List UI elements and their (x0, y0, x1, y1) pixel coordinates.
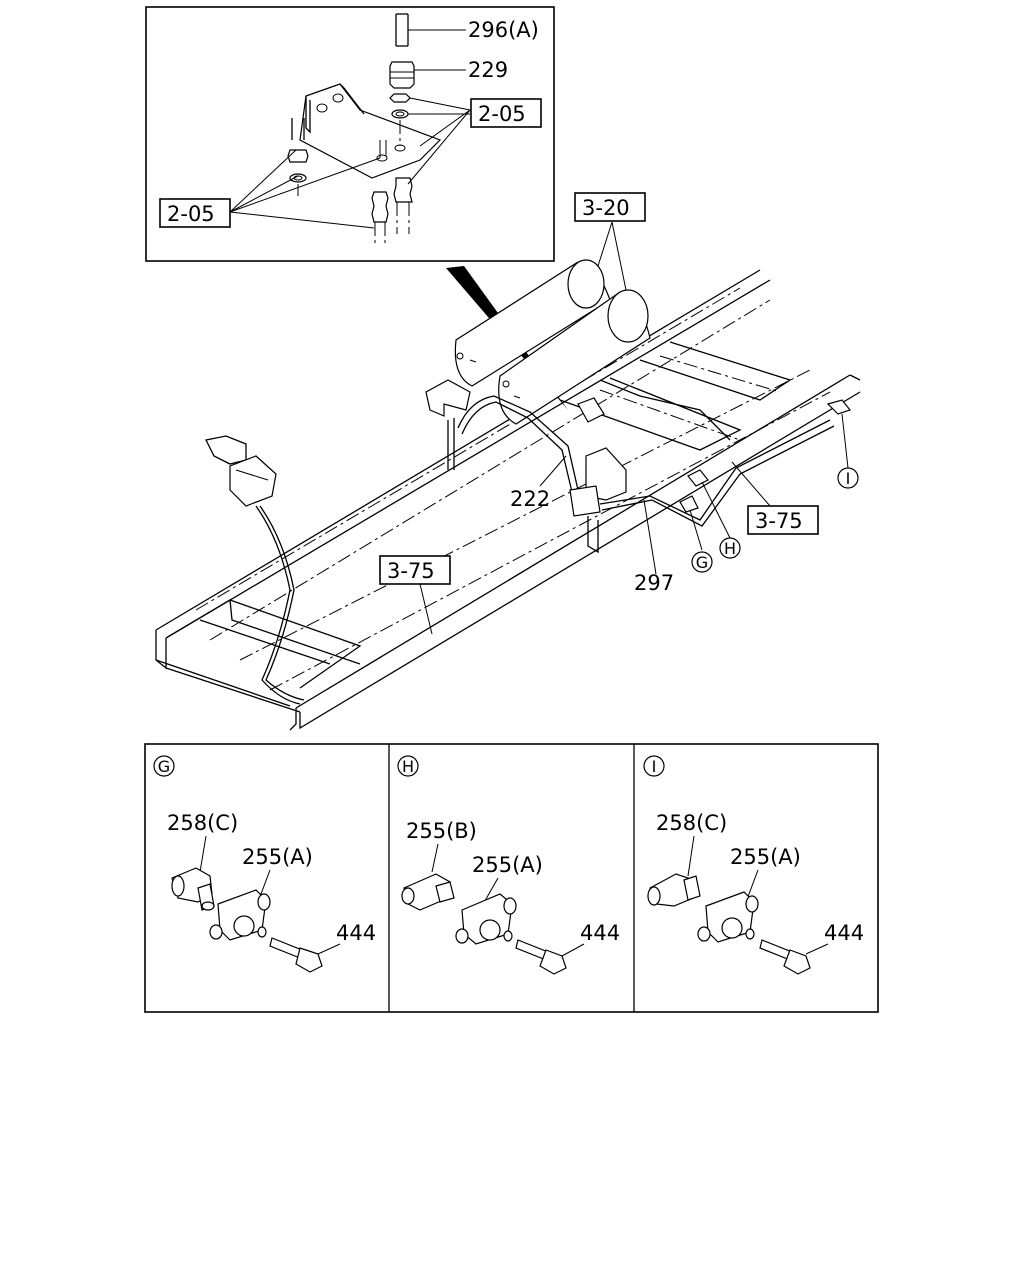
callout-i: I (846, 469, 851, 488)
details-frame (144, 743, 879, 1013)
pipe-296a-drawing (395, 13, 466, 47)
label-320: 3-20 (582, 196, 630, 220)
left-valve-drawing (205, 435, 305, 705)
detail-i-label-444: 444 (824, 921, 864, 945)
label-205-lower: 2-05 (167, 202, 215, 226)
label-205-upper: 2-05 (478, 102, 526, 126)
detail-i-label-258c: 258(C) (656, 811, 727, 835)
detail-circle-i (643, 755, 665, 777)
lower-fittings-drawing (371, 177, 413, 244)
callout-circle-g (691, 551, 713, 573)
air-tanks-drawing (454, 259, 651, 425)
label-375-right: 3-75 (755, 509, 803, 533)
detail-panel-i: I 258(C) 255(A) 444 (643, 755, 864, 975)
callout-circle-h (719, 537, 741, 559)
label-222: 222 (510, 487, 550, 511)
ref-box-205-upper (470, 98, 542, 128)
label-375-left: 3-75 (387, 559, 435, 583)
detail-panel-h: H 255(B) 255(A) 444 (397, 755, 620, 975)
detail-circle-g (153, 755, 175, 777)
main-leaders (419, 221, 849, 635)
detail-g-label-255a: 255(A) (242, 845, 313, 869)
nut-washer-drawing (389, 93, 471, 119)
label-296a: 296(A) (468, 18, 539, 42)
callout-circle-i (837, 467, 859, 489)
detail-key-h: H (402, 757, 414, 776)
bracket-drawing (299, 83, 442, 179)
ref-box-320 (574, 192, 646, 222)
inset-panel: 296(A) 229 2-05 2-05 (145, 6, 555, 262)
ref-box-205-lower (159, 198, 231, 228)
fitting-229-drawing (389, 61, 466, 89)
chassis-drawing: 3-20 3-75 3-75 222 297 G H I (155, 192, 861, 731)
callout-h: H (724, 539, 736, 558)
detail-h-label-255a: 255(A) (472, 853, 543, 877)
label-229: 229 (468, 58, 508, 82)
detail-panel-g: G 258(C) 255(A) 444 (153, 755, 376, 973)
inset-leaders (229, 109, 471, 229)
detail-h-label-255b: 255(B) (406, 819, 477, 843)
ref-box-375-right (747, 505, 819, 535)
detail-i-label-255a: 255(A) (730, 845, 801, 869)
valve-assembly-drawing (425, 379, 852, 554)
detail-h-label-444: 444 (580, 921, 620, 945)
ref-box-375-left (379, 555, 451, 585)
detail-key-g: G (158, 757, 170, 776)
detail-circle-h (397, 755, 419, 777)
detail-g-label-444: 444 (336, 921, 376, 945)
label-297: 297 (634, 571, 674, 595)
detail-key-i: I (652, 757, 657, 776)
callout-g: G (696, 553, 708, 572)
detail-g-label-258c: 258(C) (167, 811, 238, 835)
